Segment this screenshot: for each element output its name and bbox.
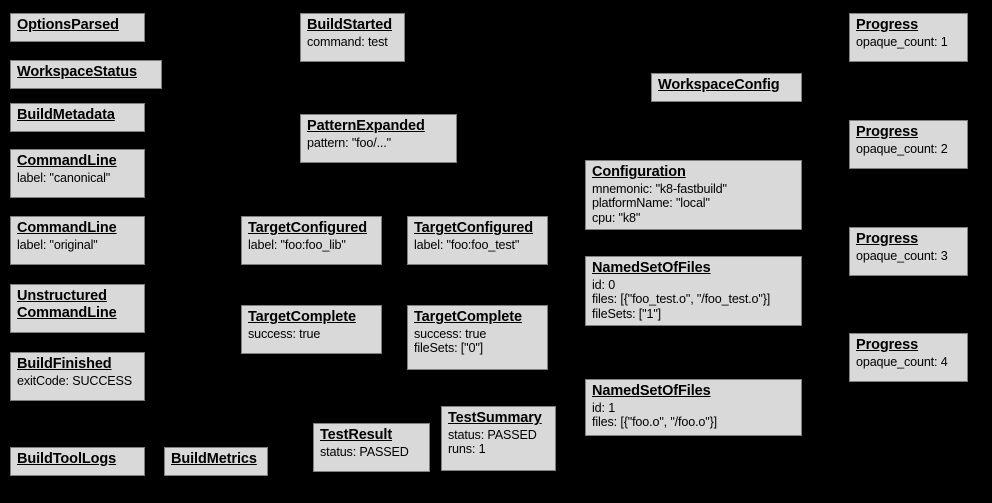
node-field: fileSets: ["1"] bbox=[592, 307, 661, 321]
node-fields: opaque_count: 2 bbox=[856, 142, 962, 157]
node-title: Progress bbox=[856, 124, 919, 140]
node-fields: opaque_count: 1 bbox=[856, 35, 962, 50]
node-field: opaque_count: 1 bbox=[856, 34, 948, 49]
node-field: label: "foo:foo_test" bbox=[414, 237, 520, 252]
node-workspace-config[interactable]: WorkspaceConfig bbox=[651, 73, 802, 102]
node-field: mnemonic: "k8-fastbuild" bbox=[592, 181, 727, 196]
node-fields: exitCode: SUCCESS bbox=[17, 374, 139, 389]
node-field: pattern: "foo/..." bbox=[307, 135, 391, 150]
node-title: WorkspaceStatus bbox=[17, 64, 137, 80]
node-title: TargetConfigured bbox=[248, 220, 367, 236]
node-field: platformName: "local" bbox=[592, 196, 710, 211]
node-title: BuildToolLogs bbox=[17, 451, 117, 467]
node-build-metrics[interactable]: BuildMetrics bbox=[164, 447, 268, 476]
node-title: Progress bbox=[856, 17, 919, 33]
node-title: PatternExpanded bbox=[307, 118, 425, 134]
node-fields: label: "foo:foo_test" bbox=[414, 238, 542, 253]
node-field: opaque_count: 3 bbox=[856, 248, 948, 263]
node-field: cpu: "k8" bbox=[592, 211, 641, 225]
node-title: TargetConfigured bbox=[414, 220, 533, 236]
node-build-metadata[interactable]: BuildMetadata bbox=[10, 103, 145, 132]
node-field: label: "original" bbox=[17, 237, 98, 252]
node-field: status: PASSED bbox=[448, 427, 537, 442]
node-title: NamedSetOfFiles bbox=[592, 383, 711, 399]
node-build-tool-logs[interactable]: BuildToolLogs bbox=[10, 447, 145, 476]
node-field: label: "canonical" bbox=[17, 170, 111, 185]
node-field: status: PASSED bbox=[320, 444, 409, 459]
node-field: runs: 1 bbox=[448, 442, 486, 457]
node-fields: label: "original" bbox=[17, 238, 139, 253]
node-title: BuildMetrics bbox=[171, 451, 257, 467]
node-title: TargetComplete bbox=[248, 309, 356, 325]
node-fields: opaque_count: 4 bbox=[856, 355, 962, 370]
node-title: Configuration bbox=[592, 164, 686, 180]
node-field: id: 1 bbox=[592, 400, 616, 415]
node-title: TestSummary bbox=[448, 410, 542, 426]
node-fields: mnemonic: "k8-fastbuild"platformName: "l… bbox=[592, 182, 796, 226]
node-title: Unstructured CommandLine bbox=[17, 288, 117, 321]
node-title: CommandLine bbox=[17, 153, 117, 169]
node-title: OptionsParsed bbox=[17, 17, 119, 33]
node-field: exitCode: SUCCESS bbox=[17, 373, 133, 388]
node-options-parsed[interactable]: OptionsParsed bbox=[10, 13, 145, 42]
node-field: files: [{"foo.o", "/foo.o"}] bbox=[592, 415, 718, 430]
node-field: command: test bbox=[307, 34, 388, 49]
node-title: WorkspaceConfig bbox=[658, 77, 780, 93]
node-field: success: true bbox=[414, 326, 487, 341]
node-field: fileSets: ["0"] bbox=[414, 341, 483, 356]
node-title: Progress bbox=[856, 231, 919, 247]
node-fields: opaque_count: 3 bbox=[856, 249, 962, 264]
node-field: files: [{"foo_test.o", "/foo_test.o"}] bbox=[592, 292, 771, 307]
node-fields: label: "foo:foo_lib" bbox=[248, 238, 376, 253]
node-workspace-status[interactable]: WorkspaceStatus bbox=[10, 60, 162, 89]
node-fields: success: true bbox=[248, 327, 376, 342]
node-title: TargetComplete bbox=[414, 309, 522, 325]
node-title: TestResult bbox=[320, 427, 393, 443]
node-unstructured-command-line[interactable]: Unstructured CommandLine bbox=[10, 284, 145, 333]
node-title: Progress bbox=[856, 337, 919, 353]
node-title: BuildStarted bbox=[307, 17, 393, 33]
node-field: label: "foo:foo_lib" bbox=[248, 237, 346, 252]
node-field: opaque_count: 4 bbox=[856, 354, 948, 369]
node-field: opaque_count: 2 bbox=[856, 141, 948, 156]
node-title: BuildMetadata bbox=[17, 107, 115, 123]
node-fields: label: "canonical" bbox=[17, 171, 139, 186]
node-fields: status: PASSED bbox=[320, 445, 424, 460]
node-title: NamedSetOfFiles bbox=[592, 260, 711, 276]
node-field: success: true bbox=[248, 326, 321, 341]
node-fields: pattern: "foo/..." bbox=[307, 136, 451, 151]
node-fields: command: test bbox=[307, 35, 399, 50]
node-title: CommandLine bbox=[17, 220, 117, 236]
node-field: id: 0 bbox=[592, 277, 616, 292]
node-title: BuildFinished bbox=[17, 356, 112, 372]
